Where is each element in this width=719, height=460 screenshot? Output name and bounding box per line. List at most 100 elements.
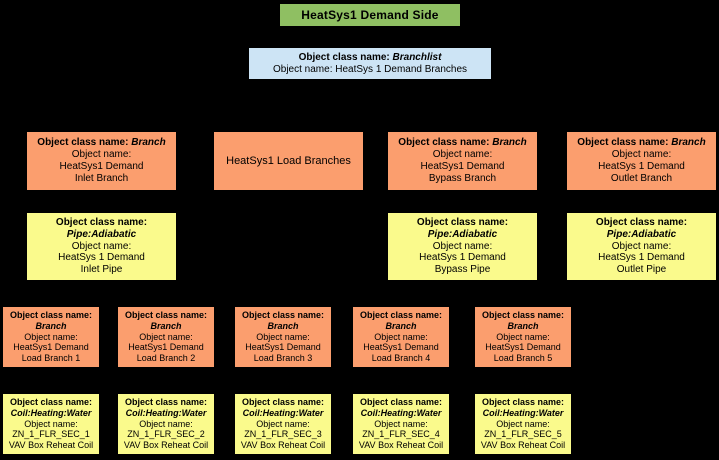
load-branch-class-label: Object class name:	[481, 310, 565, 321]
coil-name-line1: ZN_1_FLR_SEC_1	[12, 429, 90, 440]
branch-name-line2: Outlet Branch	[610, 172, 673, 184]
load-branches-label: HeatSys1 Load Branches	[226, 154, 351, 167]
coil-name-line1: ZN_1_FLR_SEC_4	[362, 429, 440, 440]
coil-class-value: Coil:Heating:Water	[10, 408, 92, 419]
coil-class-value: Coil:Heating:Water	[242, 408, 324, 419]
branch-name-label: Object name:	[611, 149, 672, 161]
load-branch-class-label: Object class name:	[359, 310, 443, 321]
load-branch-name-line2: Load Branch 3	[253, 352, 313, 363]
load-branch-name-line1: HeatSys1 Demand	[485, 342, 561, 353]
coil-class-value: Coil:Heating:Water	[482, 408, 564, 419]
branch-name-line1: HeatSys1 Demand	[420, 161, 505, 172]
branch-class-line: Object class name: Branch	[398, 137, 527, 149]
load-branch-box-5: Object class name: Branch Object name: H…	[474, 306, 572, 368]
branch-class-line: Object class name: Branch	[577, 137, 706, 149]
branchlist-box: Object class name: Branchlist Object nam…	[248, 47, 492, 80]
load-branch-name-line2: Load Branch 4	[371, 352, 431, 363]
pipe-name-line2: Bypass Pipe	[434, 264, 491, 276]
branch-name-label: Object name:	[71, 149, 132, 161]
load-branch-box-1: Object class name: Branch Object name: H…	[2, 306, 100, 368]
coil-class-label: Object class name:	[481, 397, 565, 408]
coil-class-label: Object class name:	[359, 397, 443, 408]
pipe-class-value: Pipe:Adiabatic	[66, 228, 137, 240]
coil-class-label: Object class name:	[241, 397, 325, 408]
load-branch-name-line2: Load Branch 1	[21, 352, 81, 363]
load-branch-name-line1: HeatSys1 Demand	[245, 342, 321, 353]
pipe-name-label: Object name:	[432, 240, 493, 252]
load-branch-box-2: Object class name: Branch Object name: H…	[117, 306, 215, 368]
branch-class-line: Object class name: Branch	[37, 137, 166, 149]
coil-name-label: Object name:	[24, 418, 78, 429]
coil-name-line2: VAV Box Reheat Coil	[358, 439, 444, 450]
coil-name-label: Object name:	[374, 418, 428, 429]
coil-class-label: Object class name:	[124, 397, 208, 408]
coil-box-3: Object class name: Coil:Heating:Water Ob…	[234, 393, 332, 455]
coil-name-line2: VAV Box Reheat Coil	[480, 439, 566, 450]
coil-name-line1: ZN_1_FLR_SEC_2	[127, 429, 205, 440]
title-box: HeatSys1 Demand Side	[279, 3, 461, 27]
load-branch-class-label: Object class name:	[124, 310, 208, 321]
coil-name-line1: ZN_1_FLR_SEC_5	[484, 429, 562, 440]
load-branches-box: HeatSys1 Load Branches	[213, 131, 364, 191]
pipe-box-bypass: Object class name: Pipe:Adiabatic Object…	[387, 212, 538, 281]
pipe-name-line1: HeatSys 1 Demand	[598, 252, 685, 264]
branch-name-line2: Inlet Branch	[74, 172, 129, 184]
coil-box-1: Object class name: Coil:Heating:Water Ob…	[2, 393, 100, 455]
load-branch-name-line1: HeatSys1 Demand	[363, 342, 439, 353]
load-branch-class-value: Branch	[35, 321, 67, 332]
coil-name-line1: ZN_1_FLR_SEC_3	[244, 429, 322, 440]
load-branch-class-value: Branch	[150, 321, 182, 332]
pipe-name-label: Object name:	[611, 240, 672, 252]
load-branch-class-value: Branch	[267, 321, 299, 332]
load-branch-name-line1: HeatSys1 Demand	[13, 342, 89, 353]
load-branch-class-value: Branch	[507, 321, 539, 332]
branch-name-line1: HeatSys1 Demand	[59, 161, 144, 172]
branch-box-inlet: Object class name: Branch Object name: H…	[26, 131, 177, 191]
pipe-name-label: Object name:	[71, 240, 132, 252]
coil-box-4: Object class name: Coil:Heating:Water Ob…	[352, 393, 450, 455]
pipe-class-label: Object class name:	[416, 217, 509, 228]
load-branch-name-label: Object name:	[24, 331, 78, 342]
load-branch-name-label: Object name:	[139, 331, 193, 342]
branch-name-line2: Bypass Branch	[428, 172, 497, 184]
branchlist-class-line: Object class name: Branchlist	[298, 51, 442, 63]
pipe-class-label: Object class name:	[595, 217, 688, 228]
pipe-class-label: Object class name:	[55, 217, 148, 228]
coil-box-5: Object class name: Coil:Heating:Water Ob…	[474, 393, 572, 455]
branch-box-bypass: Object class name: Branch Object name: H…	[387, 131, 538, 191]
pipe-box-inlet: Object class name: Pipe:Adiabatic Object…	[26, 212, 177, 281]
load-branch-name-label: Object name:	[496, 331, 550, 342]
branch-box-outlet: Object class name: Branch Object name: H…	[566, 131, 717, 191]
coil-name-line2: VAV Box Reheat Coil	[123, 439, 209, 450]
load-branch-box-3: Object class name: Branch Object name: H…	[234, 306, 332, 368]
coil-name-label: Object name:	[496, 418, 550, 429]
branch-name-line1: HeatSys 1 Demand	[598, 161, 685, 172]
pipe-name-line2: Inlet Pipe	[80, 264, 123, 276]
pipe-name-line1: HeatSys 1 Demand	[58, 252, 145, 264]
coil-name-label: Object name:	[256, 418, 310, 429]
load-branch-name-line2: Load Branch 2	[136, 352, 196, 363]
pipe-class-value: Pipe:Adiabatic	[427, 228, 498, 240]
pipe-box-outlet: Object class name: Pipe:Adiabatic Object…	[566, 212, 717, 281]
load-branch-class-label: Object class name:	[9, 310, 93, 321]
pipe-class-value: Pipe:Adiabatic	[606, 228, 677, 240]
coil-class-label: Object class name:	[9, 397, 93, 408]
load-branch-name-label: Object name:	[374, 331, 428, 342]
load-branch-class-value: Branch	[385, 321, 417, 332]
branchlist-name-line: Object name: HeatSys 1 Demand Branches	[273, 63, 467, 75]
title-label: HeatSys1 Demand Side	[301, 7, 439, 22]
load-branch-class-label: Object class name:	[241, 310, 325, 321]
coil-name-label: Object name:	[139, 418, 193, 429]
load-branch-name-label: Object name:	[256, 331, 310, 342]
coil-box-2: Object class name: Coil:Heating:Water Ob…	[117, 393, 215, 455]
load-branch-box-4: Object class name: Branch Object name: H…	[352, 306, 450, 368]
load-branch-name-line1: HeatSys1 Demand	[128, 342, 204, 353]
coil-name-line2: VAV Box Reheat Coil	[240, 439, 326, 450]
coil-class-value: Coil:Heating:Water	[360, 408, 442, 419]
coil-class-value: Coil:Heating:Water	[125, 408, 207, 419]
pipe-name-line2: Outlet Pipe	[616, 264, 667, 276]
branch-name-label: Object name:	[432, 149, 493, 161]
pipe-name-line1: HeatSys 1 Demand	[419, 252, 506, 264]
coil-name-line2: VAV Box Reheat Coil	[8, 439, 94, 450]
